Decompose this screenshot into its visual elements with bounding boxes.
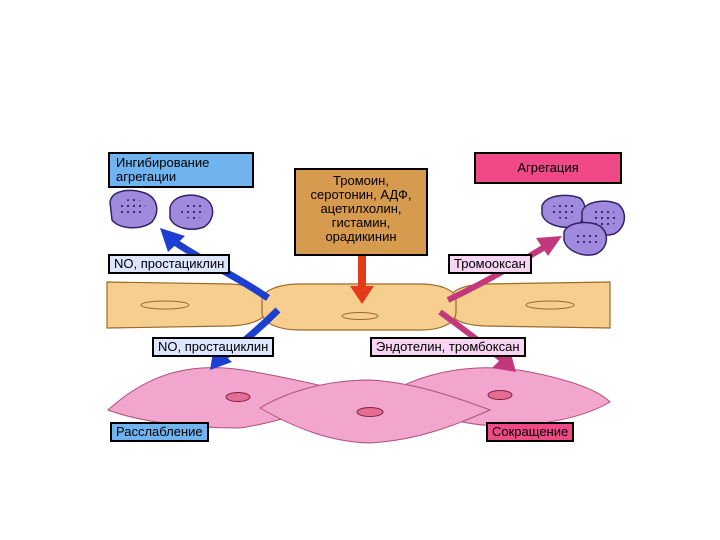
nucleus <box>356 407 384 417</box>
label-relaxation: Расслабление <box>110 422 209 442</box>
arrow-icon <box>446 236 562 303</box>
nucleus <box>140 300 190 310</box>
endothelium-layer <box>106 281 611 331</box>
label-contraction: Сокращение <box>486 422 575 442</box>
platelet-icon <box>541 194 586 228</box>
label-no-prostacyclin-top: NO, простациклин <box>108 254 231 274</box>
nucleus <box>525 300 575 310</box>
label-aggregation: Агрегация <box>474 152 622 184</box>
label-no-prostacyclin-bottom: NO, простациклин <box>152 337 275 357</box>
nucleus <box>487 390 513 400</box>
arrow-icon <box>350 252 374 304</box>
platelet-icon <box>109 189 158 229</box>
platelet-icon <box>169 194 214 230</box>
platelet-icon <box>563 221 608 256</box>
nucleus <box>225 392 251 402</box>
smooth-muscle-layer <box>107 367 611 444</box>
endothelial-cell-center <box>261 283 457 331</box>
label-mediators: Тромоин, серотонин, АДФ, ацетилхолин, ги… <box>294 168 428 256</box>
label-thromboxane-top: Тромооксан <box>448 254 532 274</box>
label-inhibit-aggregation: Ингибирование агрегации <box>108 152 254 188</box>
nucleus <box>341 312 379 320</box>
label-endothelin-thromboxane: Эндотелин, тромбоксан <box>370 337 526 357</box>
